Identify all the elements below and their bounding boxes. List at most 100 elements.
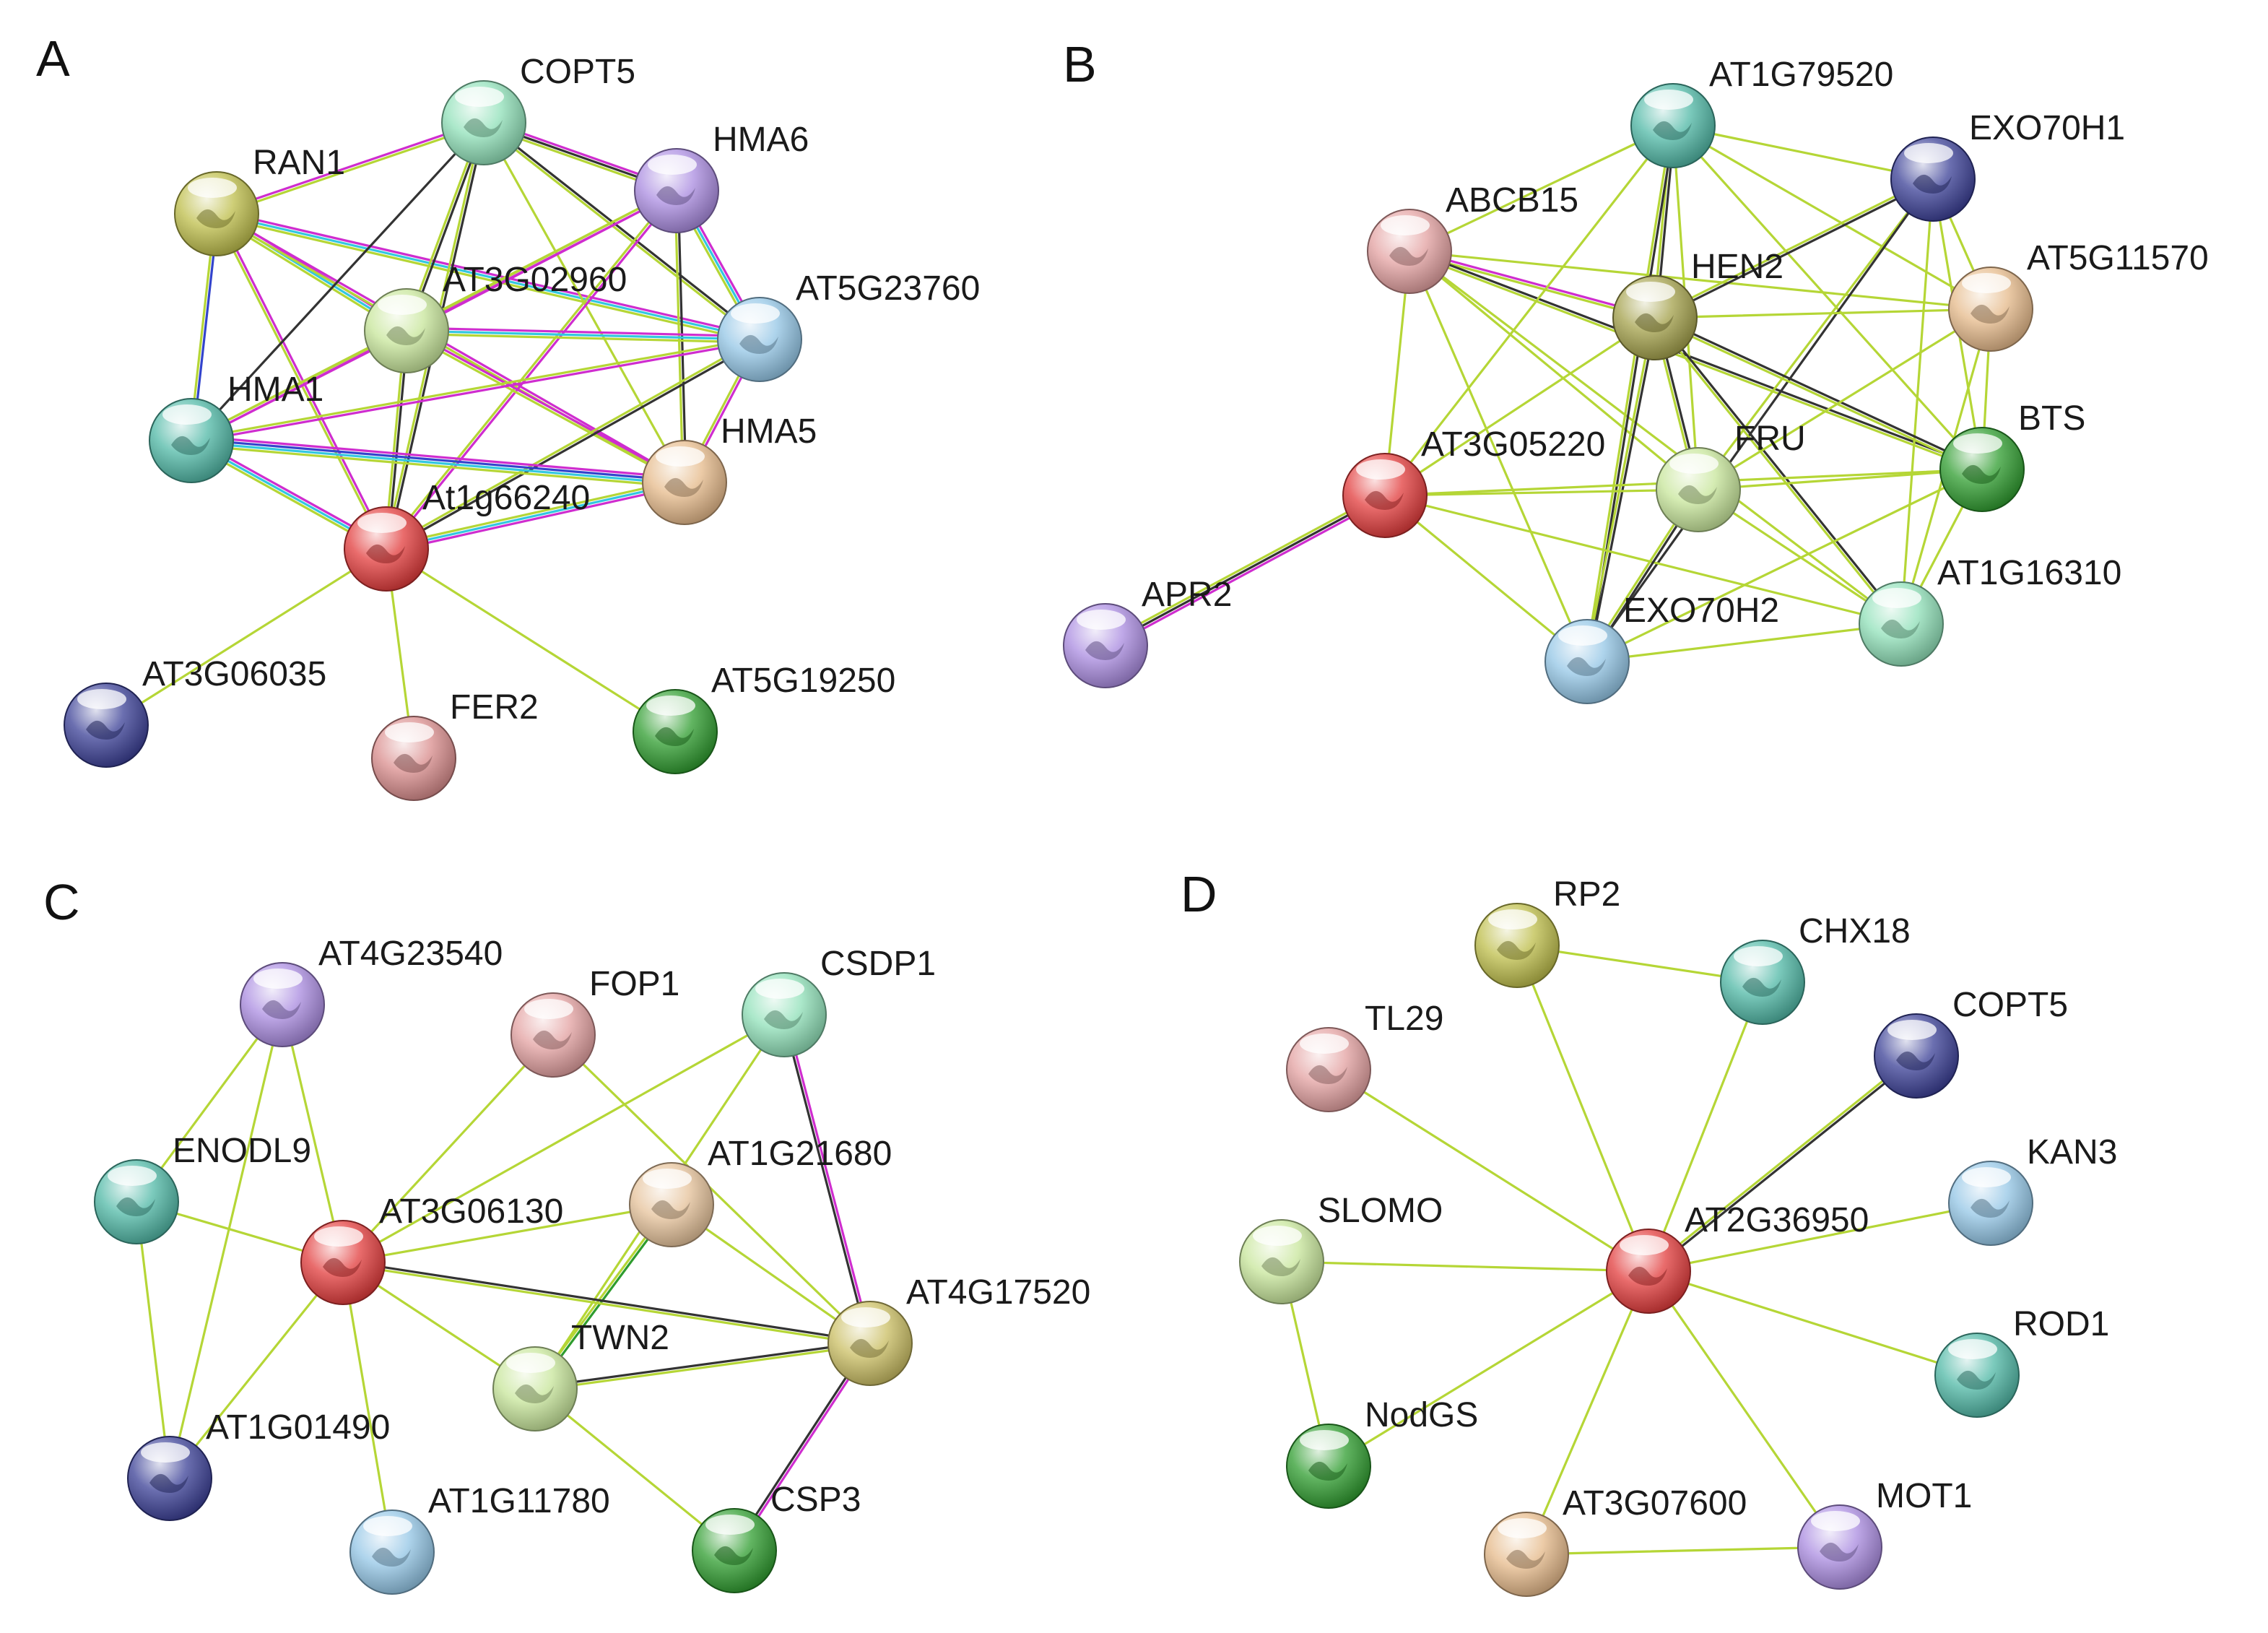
protein-structure-icon (394, 753, 433, 773)
node-slomo[interactable] (1239, 1219, 1324, 1304)
node-label-hen2: HEN2 (1691, 248, 1783, 286)
node-at1g21680[interactable] (629, 1162, 714, 1247)
edge-strand (406, 328, 687, 482)
node-at5g11570[interactable] (1948, 267, 2033, 352)
protein-structure-icon (1389, 246, 1428, 266)
node-highlight (455, 87, 504, 107)
node-label-at5g11570: AT5G11570 (2027, 239, 2209, 277)
node-fer2[interactable] (371, 716, 456, 801)
edge-strand (1327, 1068, 1650, 1273)
panel-a-letter: A (36, 30, 70, 87)
node-rp2[interactable] (1474, 903, 1560, 988)
node-at1g66240[interactable] (344, 506, 429, 592)
panel-d-edges (1280, 944, 1992, 1556)
edge-strand (1525, 1270, 1650, 1556)
edge-strand (1105, 497, 1388, 650)
node-enodl9[interactable] (94, 1159, 179, 1244)
node-exo70h2[interactable] (1544, 619, 1630, 704)
edge-at3g06130-at1g11780 (342, 1261, 394, 1554)
node-at3g07600[interactable] (1484, 1512, 1569, 1597)
node-label-at5g19250: AT5G19250 (711, 662, 895, 700)
node-label-copt5: COPT5 (520, 53, 635, 91)
node-apr2[interactable] (1063, 603, 1148, 688)
node-highlight (1734, 946, 1783, 966)
edge-strand (190, 339, 761, 443)
edge-strand (342, 1262, 872, 1346)
node-highlight (506, 1353, 555, 1373)
node-at5g23760[interactable] (717, 297, 802, 382)
edge-strand (190, 435, 687, 480)
node-at3g02960[interactable] (364, 288, 449, 373)
node-twn2[interactable] (492, 1346, 578, 1431)
node-nodgs[interactable] (1286, 1424, 1371, 1509)
edge-tl29-at2g36950 (1327, 1068, 1650, 1273)
edge-strand (190, 441, 686, 485)
edge-strand (386, 484, 687, 553)
edge-strand (1383, 124, 1674, 497)
edge-strand (1383, 494, 1589, 663)
node-at1g79520[interactable] (1630, 83, 1716, 168)
node-at3g06130[interactable] (300, 1220, 386, 1305)
edge-strand (384, 337, 760, 549)
node-hma6[interactable] (634, 148, 719, 233)
panel-d-nodes (1239, 903, 2033, 1597)
node-exo70h1[interactable] (1890, 137, 1976, 222)
node-at1g16310[interactable] (1859, 581, 1944, 667)
node-highlight (1644, 90, 1693, 110)
edge-strand (1654, 308, 1992, 319)
node-at4g23540[interactable] (240, 962, 325, 1047)
edge-hen2-at5g11570 (1654, 308, 1992, 319)
node-label-at1g79520: AT1G79520 (1709, 56, 1893, 94)
node-hma1[interactable] (149, 398, 234, 483)
edge-strand (1672, 124, 1984, 471)
node-csdp1[interactable] (742, 972, 827, 1057)
node-highlight (643, 1169, 692, 1189)
node-tl29[interactable] (1286, 1027, 1371, 1112)
protein-structure-icon (1971, 1198, 2010, 1218)
node-at1g01490[interactable] (127, 1436, 212, 1521)
node-hma5[interactable] (642, 440, 727, 525)
node-at3g05220[interactable] (1342, 453, 1428, 538)
node-kan3[interactable] (1948, 1161, 2033, 1246)
protein-structure-icon (386, 326, 425, 345)
node-highlight (357, 513, 407, 533)
edge-strand (281, 1003, 344, 1264)
node-mot1[interactable] (1797, 1504, 1882, 1590)
edge-at3g05220-apr2 (1103, 491, 1388, 650)
edge-slomo-at2g36950 (1280, 1260, 1650, 1273)
node-highlight (1558, 625, 1607, 646)
edge-strand (342, 1013, 786, 1264)
edge-at1g66240-at3g06035 (105, 547, 388, 727)
node-csp3[interactable] (692, 1508, 777, 1593)
protein-structure-icon (1497, 940, 1536, 960)
edge-at4g23540-at1g01490 (168, 1003, 284, 1480)
node-abcb15[interactable] (1367, 209, 1452, 294)
node-at4g17520[interactable] (827, 1301, 913, 1386)
node-at3g06035[interactable] (64, 683, 149, 768)
node-hen2[interactable] (1612, 275, 1698, 360)
node-copt5[interactable] (1874, 1013, 1959, 1099)
node-fop1[interactable] (510, 992, 596, 1078)
edge-copt5-at5g23760 (482, 120, 762, 342)
protein-structure-icon (1913, 174, 1952, 194)
edge-strand (404, 331, 685, 485)
node-label-fer2: FER2 (450, 688, 539, 727)
node-at5g19250[interactable] (633, 689, 718, 774)
edge-at3g05220-fru (1383, 488, 1700, 497)
node-fru[interactable] (1656, 447, 1741, 532)
node-at2g36950[interactable] (1606, 1229, 1691, 1314)
node-bts[interactable] (1939, 427, 2025, 512)
node-label-at3g06035: AT3G06035 (142, 655, 326, 693)
edge-exo70h1-hen2 (1653, 176, 1935, 321)
node-ran1[interactable] (174, 171, 259, 256)
node-label-csdp1: CSDP1 (820, 945, 936, 983)
edge-strand (1407, 251, 1983, 472)
node-chx18[interactable] (1720, 940, 1805, 1025)
edge-strand (1383, 488, 1700, 497)
protein-structure-icon (850, 1338, 889, 1358)
node-rod1[interactable] (1934, 1333, 2020, 1418)
node-at1g11780[interactable] (349, 1509, 435, 1595)
edge-strand (1647, 1270, 1841, 1548)
protein-structure-icon (171, 436, 210, 455)
node-copt5[interactable] (441, 80, 526, 165)
